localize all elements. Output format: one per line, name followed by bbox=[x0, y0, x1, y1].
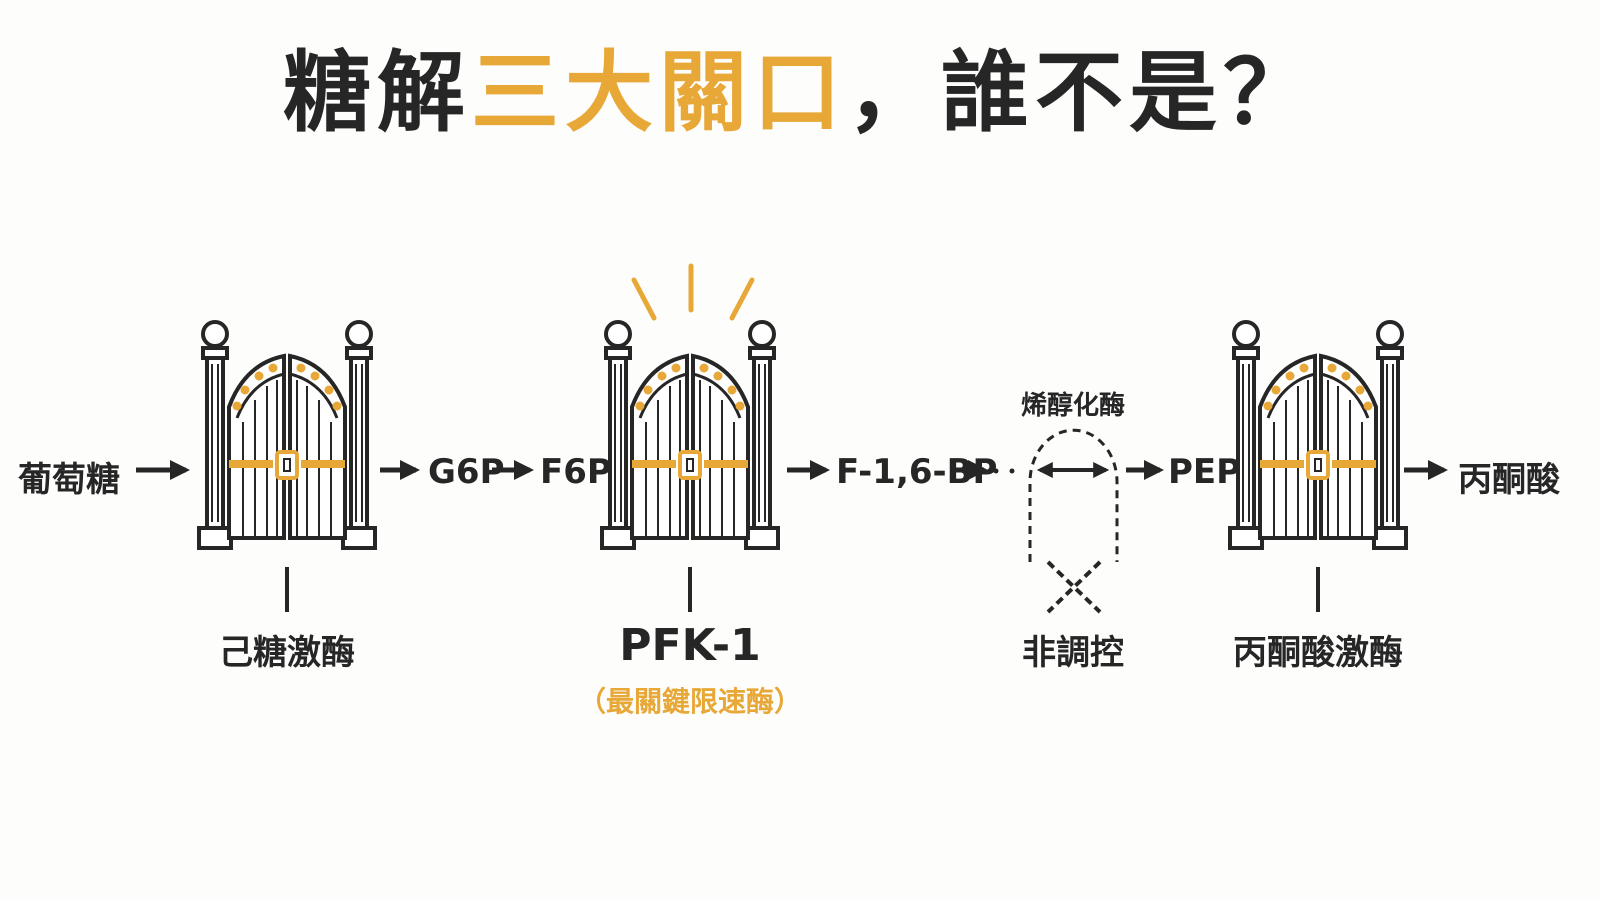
metabolite-pep: PEP bbox=[1168, 452, 1242, 492]
ellipsis-dot bbox=[1009, 468, 1015, 474]
gate-hexokinase bbox=[197, 320, 377, 550]
metabolite-glucose: 葡萄糖 bbox=[18, 460, 120, 500]
gate-pyruvate-kinase bbox=[1228, 320, 1408, 550]
enzyme-pfk1: PFK-1 bbox=[619, 620, 761, 671]
not-regulated-cross bbox=[1046, 560, 1102, 614]
highlight-ray bbox=[729, 277, 755, 321]
not-regulated-cross bbox=[1046, 560, 1102, 614]
title-suffix: ，誰不是？ bbox=[847, 41, 1318, 144]
metabolite-f6p: F6P bbox=[540, 452, 612, 492]
enzyme-enolase: 烯醇化酶 bbox=[1020, 391, 1125, 421]
page-title: 糖解三大關口，誰不是？ bbox=[0, 38, 1600, 148]
title-prefix: 糖解 bbox=[282, 41, 471, 144]
metabolite-f16bp: F-1,6-BP bbox=[836, 452, 998, 492]
title-highlight: 三大關口 bbox=[470, 41, 847, 144]
enolase-dashed-outline bbox=[1028, 428, 1119, 562]
metabolite-g6p: G6P bbox=[428, 452, 505, 492]
gate-pfk1 bbox=[600, 320, 780, 550]
non-regulated-label: 非調控 bbox=[1022, 633, 1124, 673]
ellipsis-dot bbox=[993, 468, 999, 474]
metabolite-pyruvate: 丙酮酸 bbox=[1458, 460, 1560, 500]
highlight-ray bbox=[631, 277, 657, 321]
enzyme-hexokinase: 己糖激酶 bbox=[219, 633, 355, 673]
enzyme-pyruvate-kinase: 丙酮酸激酶 bbox=[1233, 633, 1403, 673]
pfk1-rate-limiting-note: （最關鍵限速酶） bbox=[577, 685, 802, 718]
